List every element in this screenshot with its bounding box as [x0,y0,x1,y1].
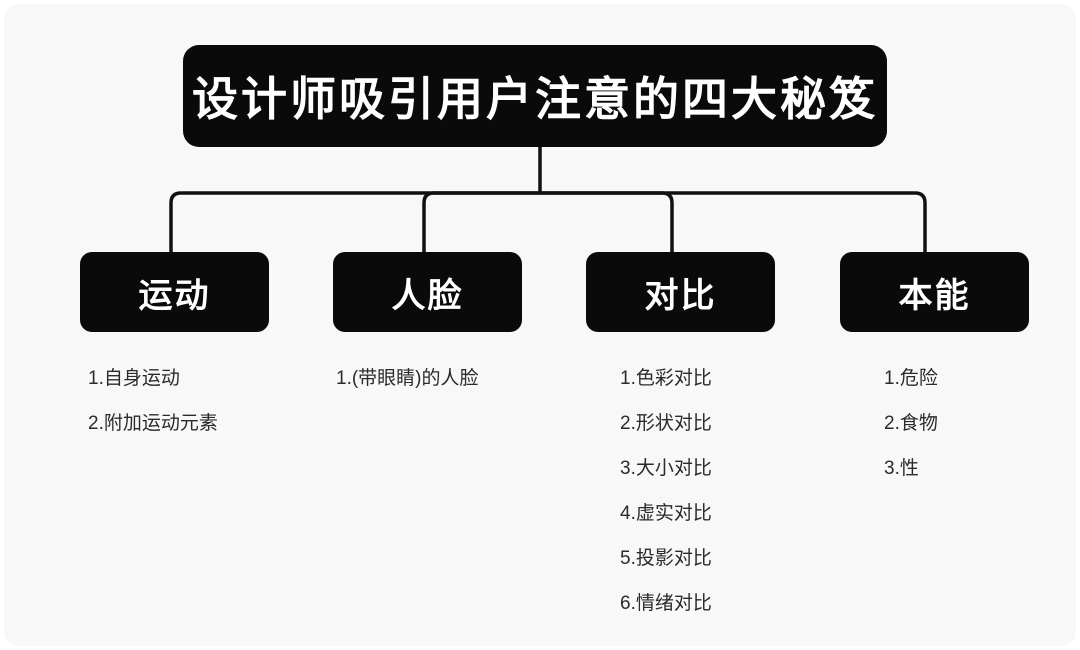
branch-items-motion: 1.自身运动 2.附加运动元素 [88,356,338,446]
list-item: 3.大小对比 [620,458,712,479]
list-item: 1.(带眼睛)的人脸 [336,368,479,389]
list-item: 2.附加运动元素 [88,413,218,434]
branch-label: 运动 [138,276,211,315]
root-title-box[interactable]: 设计师吸引用户注意的四大秘笈 [183,45,887,147]
branch-label: 人脸 [391,276,464,315]
branch-node-contrast[interactable]: 对比 [586,252,775,332]
page-title: 设计师吸引用户注意的四大秘笈 [192,73,878,125]
branch-node-motion[interactable]: 运动 [80,252,269,332]
branch-items-face: 1.(带眼睛)的人脸 [336,356,586,401]
list-item: 3.性 [884,458,919,479]
branch-label: 对比 [644,276,717,315]
list-item: 6.情绪对比 [620,593,712,614]
list-item: 5.投影对比 [620,548,712,569]
list-item: 1.自身运动 [88,368,180,389]
branch-node-face[interactable]: 人脸 [333,252,522,332]
list-item: 2.形状对比 [620,413,712,434]
branch-items-instinct: 1.危险 2.食物 3.性 [884,356,1064,491]
list-item: 2.食物 [884,413,938,434]
branch-items-contrast: 1.色彩对比 2.形状对比 3.大小对比 4.虚实对比 5.投影对比 6.情绪对… [620,356,820,626]
branch-node-instinct[interactable]: 本能 [840,252,1029,332]
list-item: 4.虚实对比 [620,503,712,524]
diagram-canvas: 设计师吸引用户注意的四大秘笈 运动 1.自身运动 2.附加运动元素 人脸 1.(… [4,4,1076,646]
branch-label: 本能 [898,276,971,315]
list-item: 1.色彩对比 [620,368,712,389]
list-item: 1.危险 [884,368,938,389]
